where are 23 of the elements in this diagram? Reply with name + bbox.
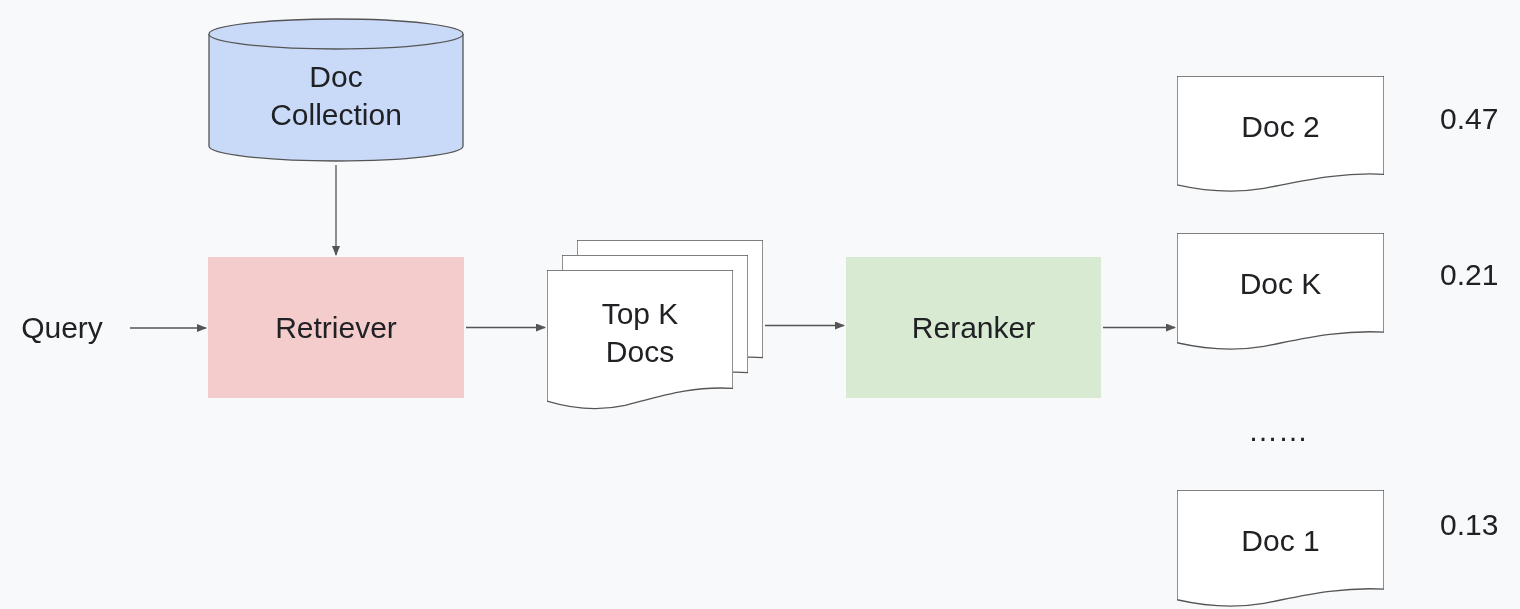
arrow <box>332 164 340 256</box>
process-box <box>208 257 464 398</box>
document-shape <box>1177 490 1384 608</box>
arrow <box>1102 323 1176 332</box>
arrow <box>129 324 207 332</box>
score-value: 0.21 <box>1440 257 1499 293</box>
process-box <box>846 257 1101 398</box>
score-value: 0.13 <box>1440 507 1499 543</box>
document-stack <box>547 240 763 411</box>
node-label: Top K Docs <box>600 295 680 370</box>
document-shape <box>1177 233 1384 351</box>
node-label: Retriever <box>274 309 398 346</box>
node-label: Doc 2 <box>1240 109 1321 145</box>
score-value: 0.47 <box>1440 101 1499 137</box>
node-label: Reranker <box>910 309 1037 346</box>
document-shape <box>1177 76 1384 193</box>
ellipsis-text: …… <box>1248 413 1308 449</box>
node-label: Doc Collection <box>269 58 403 133</box>
arrow <box>465 323 546 332</box>
node-label: Query <box>20 310 104 346</box>
arrow <box>764 321 845 330</box>
node-label: Doc K <box>1238 266 1323 302</box>
node-label: Doc 1 <box>1240 523 1321 559</box>
